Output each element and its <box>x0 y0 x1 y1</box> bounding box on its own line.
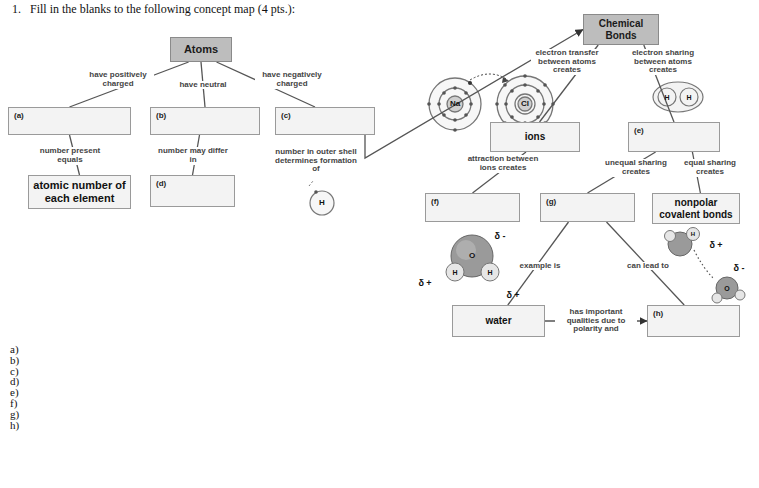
water-molecules-hydrogen-bond <box>665 228 746 304</box>
title: 1. Fill in the blanks to the following c… <box>12 2 295 17</box>
link-phrase: number may differ in <box>155 147 231 165</box>
blank-letter: (c) <box>281 111 291 120</box>
link-phrase: unequal sharing creates <box>599 159 673 177</box>
link-phrase: have positively charged <box>82 71 154 89</box>
illustration-label: H <box>452 269 457 276</box>
connector <box>70 62 189 107</box>
illustration-label: H <box>487 269 492 276</box>
link-phrase: can lead to <box>622 262 674 271</box>
answer-letter: f) <box>10 398 17 409</box>
illustration-label: H <box>686 94 691 101</box>
link-phrase: electron sharing between atoms creates <box>627 49 699 75</box>
concept-box: Chemical Bonds <box>583 14 659 45</box>
illustration-label: H <box>319 199 325 207</box>
blank-letter: (d) <box>156 179 166 188</box>
concept-box: water <box>452 305 545 337</box>
concept-box: nonpolar covalent bonds <box>652 193 740 224</box>
illustration-label: δ + <box>709 241 722 250</box>
concept-text: ions <box>525 131 546 143</box>
concept-box: Atoms <box>170 37 232 62</box>
answer-letter: e) <box>10 387 19 398</box>
link-phrase: attraction between ions creates <box>459 155 547 173</box>
link-phrase: electron transfer between atoms creates <box>531 49 603 75</box>
concept-text: nonpolar covalent bonds <box>656 197 736 220</box>
illustration-label: O <box>724 285 729 292</box>
blank-letter: (e) <box>634 126 644 135</box>
blank-letter: (f) <box>431 197 439 206</box>
concept-box: atomic number of each element <box>28 175 131 209</box>
link-phrase: have negatively charged <box>255 71 330 89</box>
connector <box>607 222 685 305</box>
hydrogen-atom <box>309 181 334 215</box>
blank-letter: (b) <box>156 111 166 120</box>
link-phrase: example is <box>515 262 565 271</box>
link-phrase: number in outer shell determines formati… <box>274 148 358 174</box>
illustration-label: H <box>664 94 669 101</box>
link-phrase: number present equals <box>30 147 110 165</box>
concept-text: water <box>485 315 511 327</box>
answer-letter: g) <box>10 409 19 420</box>
answer-letter: a) <box>10 344 19 355</box>
blank-letter: (h) <box>653 309 663 318</box>
blank-answer-box: (g) <box>540 193 635 222</box>
illustration-label: δ + <box>506 291 519 300</box>
blank-letter: (a) <box>14 111 24 120</box>
concept-text: Atoms <box>184 43 218 56</box>
blank-answer-box: (h) <box>647 305 740 337</box>
answer-letter: c) <box>10 366 19 377</box>
answer-letter: h) <box>10 420 19 431</box>
illustration-label: H <box>691 231 695 237</box>
blank-answer-box: (e) <box>628 122 720 152</box>
illustration-label: Na <box>450 100 460 108</box>
blank-answer-box: (f) <box>425 193 520 222</box>
illustration-label: δ + <box>418 279 431 288</box>
concept-text: Chemical Bonds <box>584 18 658 41</box>
blank-answer-box: (a) <box>8 107 131 135</box>
blank-answer-box: (c) <box>275 107 375 135</box>
sodium-atom <box>429 78 481 130</box>
concept-box: ions <box>490 122 580 152</box>
water-molecule <box>446 235 499 281</box>
link-phrase: has important qualities due to polarity … <box>555 308 637 334</box>
answer-letter: d) <box>10 376 19 387</box>
link-phrase: equal sharing creates <box>681 159 739 177</box>
illustration-label: δ - <box>495 232 506 241</box>
illustration-label: O <box>469 252 475 260</box>
concept-text: atomic number of each element <box>32 179 127 204</box>
illustration-label: Cl <box>521 100 529 108</box>
illustration-label: δ - <box>734 264 745 273</box>
link-phrase: have neutral <box>173 81 233 90</box>
blank-letter: (g) <box>546 197 556 206</box>
answer-letter: b) <box>10 355 19 366</box>
blank-answer-box: (d) <box>150 175 235 207</box>
blank-answer-box: (b) <box>150 107 260 135</box>
